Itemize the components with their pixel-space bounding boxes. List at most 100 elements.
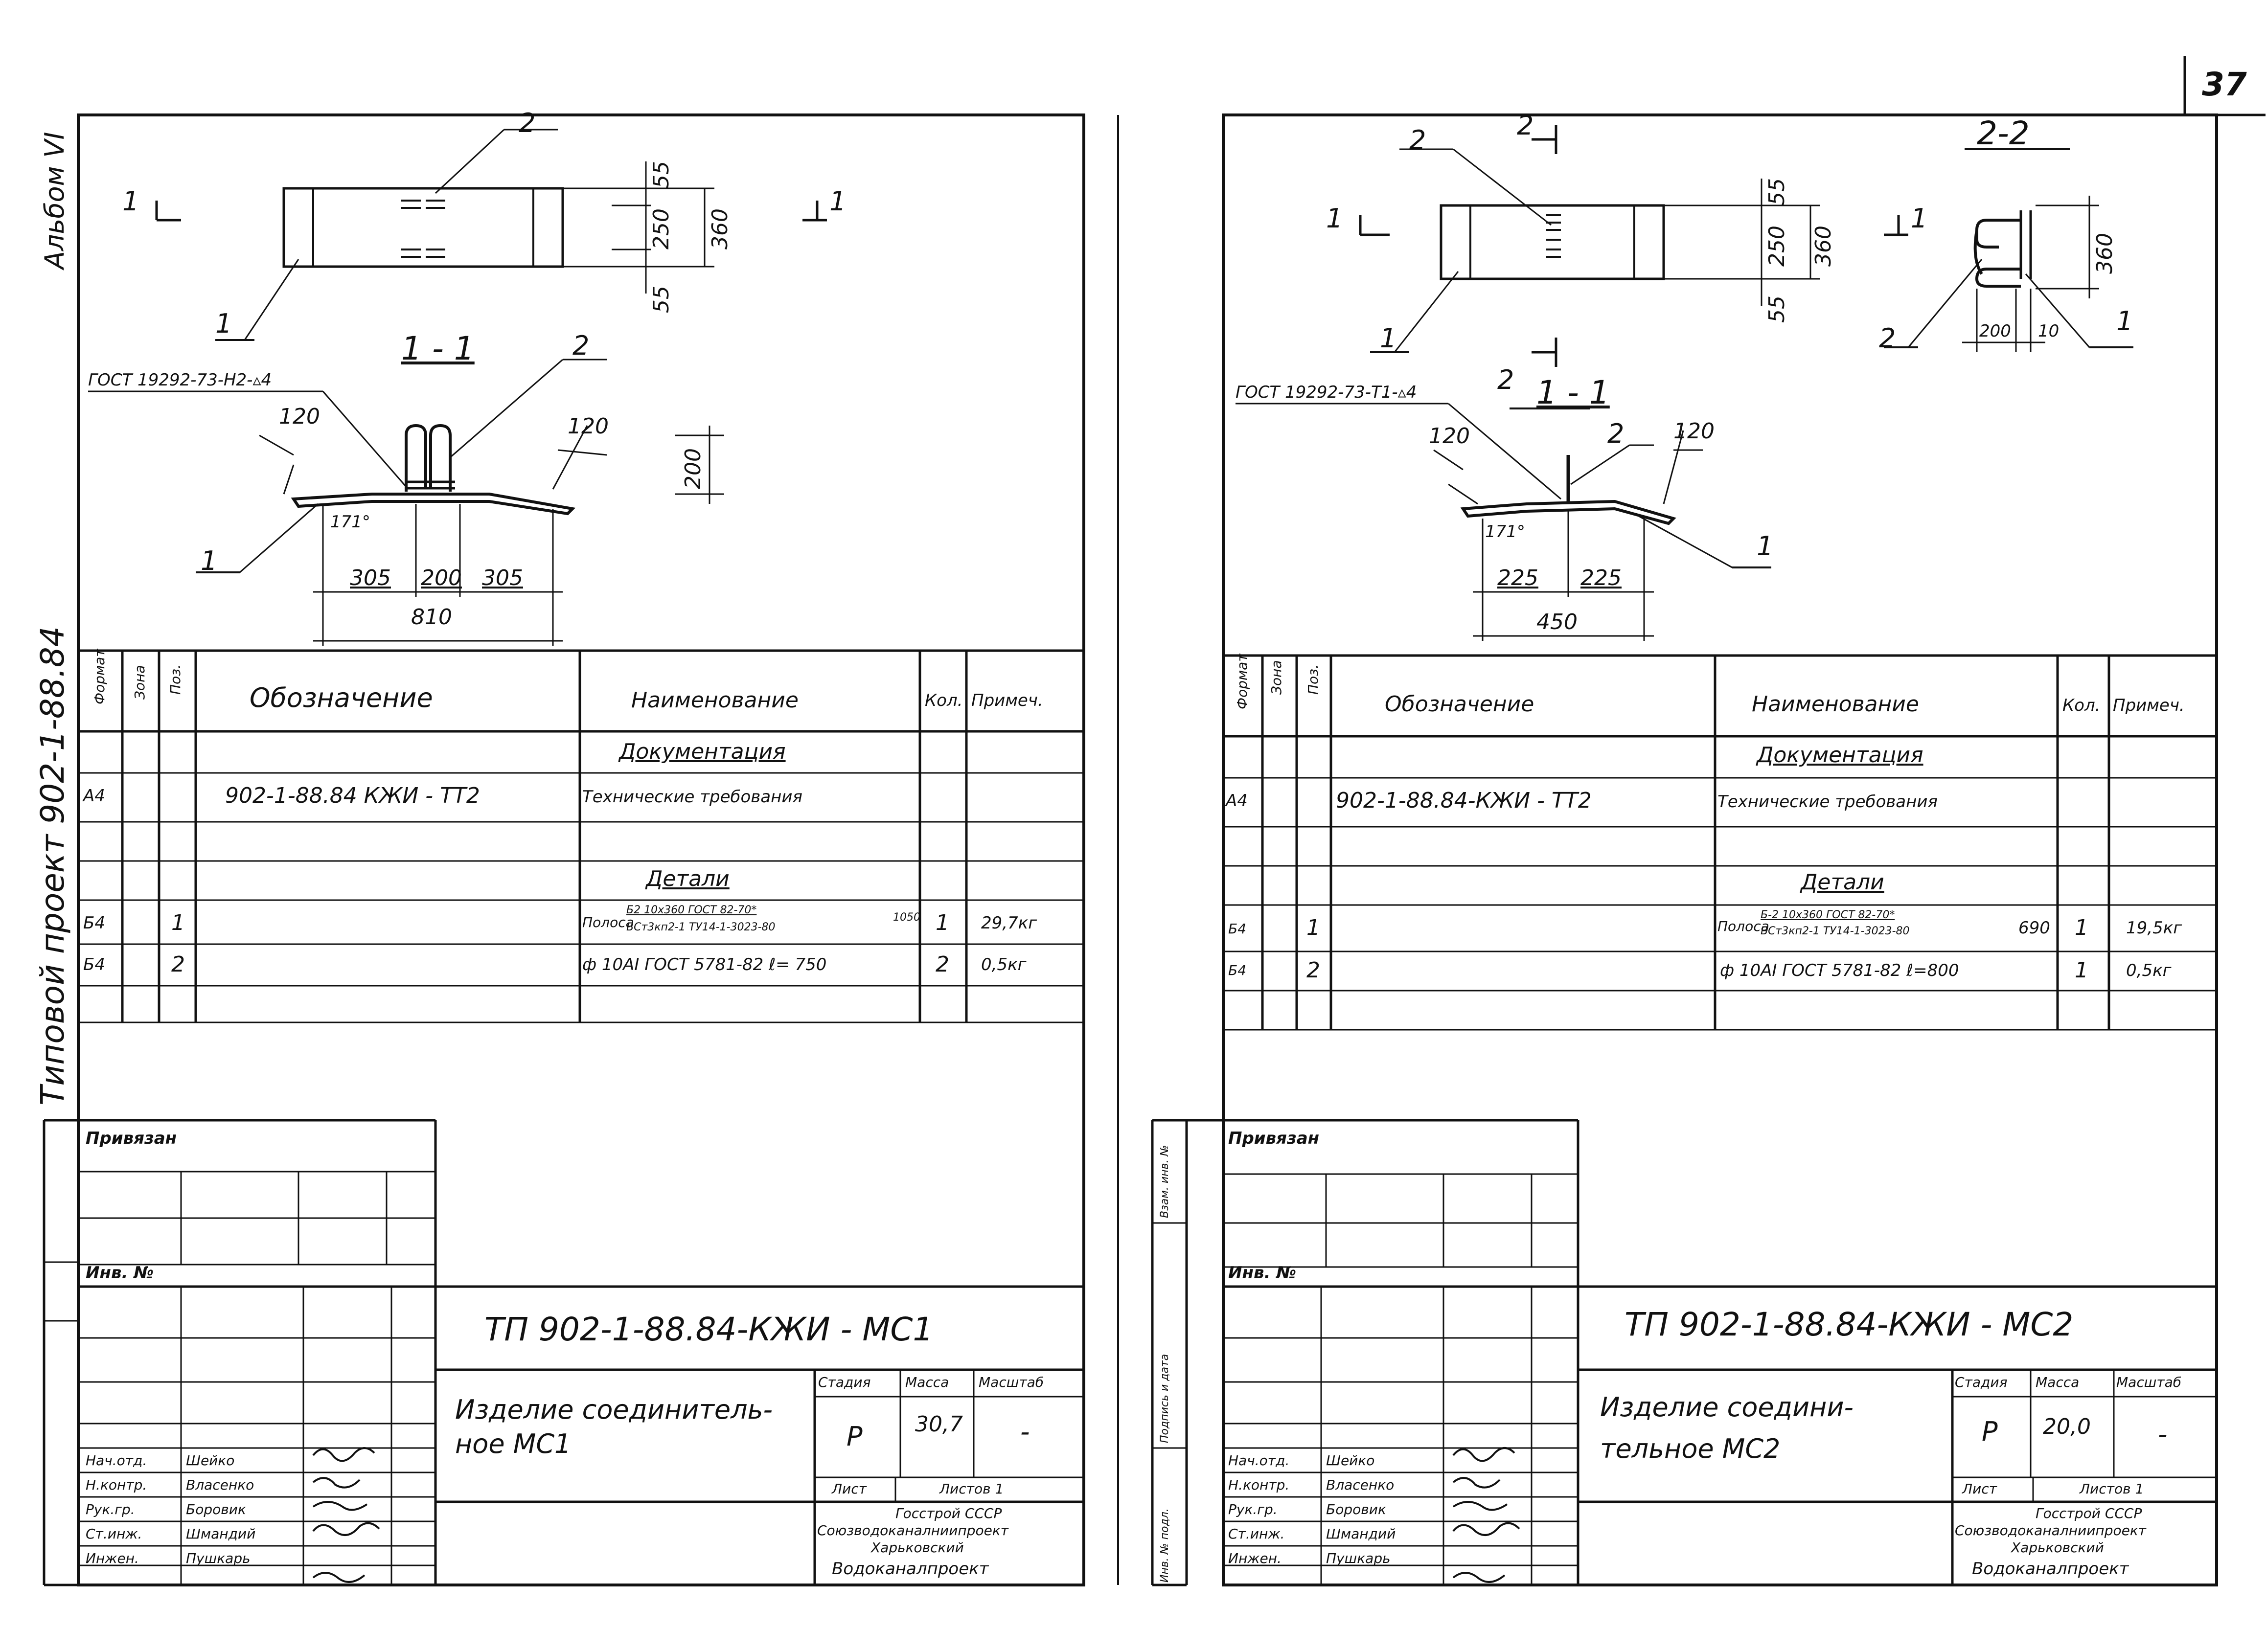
- stamp-name-1: Шейко: [186, 1452, 235, 1469]
- spec-header-zone: Зона: [1268, 660, 1284, 695]
- dim-55-bottom: 55: [1764, 295, 1789, 323]
- stamp-org-line2: Союзводоканалниипроект: [817, 1522, 1009, 1539]
- spec-row1-name-top: Б-2 10х360 ГОСТ 82-70*: [1761, 909, 1895, 921]
- dim-250: 250: [1764, 226, 1789, 267]
- stamp-side-label-1: Инв. № подл.: [1159, 1508, 1171, 1583]
- spec-section-docs: Документация: [619, 739, 786, 764]
- stamp-mass-header: Масса: [905, 1374, 949, 1390]
- spec-header-zone: Зона: [132, 665, 148, 700]
- spec-header-pos: Поз.: [167, 664, 183, 695]
- stamp-name-4: Шмандий: [1326, 1526, 1396, 1542]
- callout-1: 1: [215, 308, 232, 339]
- stamp-side-label-2: Подпись и дата: [1159, 1354, 1171, 1443]
- spec-doc-format: А4: [83, 786, 105, 806]
- dim-360: 360: [708, 208, 732, 249]
- sec22-dim-200: 200: [1979, 321, 2011, 341]
- spec-header-qty: Кол.: [2062, 696, 2101, 715]
- angle-120-left: 120: [1429, 424, 1470, 449]
- spec-row1-pos: 1: [1306, 915, 1320, 940]
- stamp-name-5: Пушкарь: [186, 1550, 251, 1566]
- stamp-privyazan: Привязан: [1228, 1129, 1320, 1148]
- stamp-privyazan: Привязан: [86, 1129, 177, 1148]
- spec-header-pos: Поз.: [1305, 664, 1321, 695]
- spec-header-name: Наименование: [631, 688, 799, 713]
- dim-305-a: 305: [350, 566, 391, 590]
- spec-row2-pos: 2: [171, 952, 185, 977]
- stamp-role-3: Рук.гр.: [1228, 1501, 1278, 1517]
- spec-section-docs: Документация: [1757, 743, 1923, 768]
- stamp-org-line1: Госстрой СССР: [2036, 1505, 2142, 1521]
- angle-120-right: 120: [1673, 419, 1715, 444]
- dim-55-top: 55: [1764, 178, 1789, 205]
- dim-305-b: 305: [482, 566, 523, 590]
- spec-header-format: Формат: [1234, 654, 1250, 709]
- stamp-name-4: Шмандий: [186, 1526, 256, 1542]
- dim-250: 250: [649, 208, 674, 249]
- stamp-scale-header: Масштаб: [2116, 1374, 2182, 1390]
- stamp-title-line2: тельное МС2: [1600, 1433, 1781, 1464]
- stamp-name-5: Пушкарь: [1326, 1550, 1391, 1566]
- spec-doc-format: А4: [1226, 791, 1248, 811]
- stamp-org-line1: Госстрой СССР: [895, 1505, 1002, 1521]
- spec-row2-name: ф 10AI ГОСТ 5781-82 ℓ=800: [1720, 961, 1959, 980]
- stamp-role-2: Н.контр.: [86, 1477, 147, 1493]
- stamp-code: ТП 902-1-88.84-КЖИ - МС1: [484, 1311, 934, 1348]
- stamp-title-line1: Изделие соединитель-: [455, 1394, 773, 1425]
- callout-2: 2: [1409, 125, 1426, 156]
- spec-row2-note: 0,5кг: [981, 955, 1027, 974]
- section-mark-1-left: 1: [1326, 203, 1343, 234]
- spec-row1-pos: 1: [171, 910, 185, 935]
- spec-row1-name-bottom: ВСт3кп2-1 ТУ14-1-3023-80: [626, 921, 776, 933]
- dim-200: 200: [421, 566, 462, 590]
- stamp-title-line2: ное МС1: [455, 1428, 572, 1459]
- section-title-2-2: 2-2: [1977, 114, 2030, 152]
- album-label: Альбом VI: [39, 132, 70, 269]
- spec-doc-name: Технические требования: [1717, 792, 1938, 812]
- dim-55-bottom: 55: [649, 286, 674, 313]
- spec-doc-designation: 902-1-88.84-КЖИ - ТТ2: [1336, 788, 1592, 813]
- stamp-scale-header: Масштаб: [979, 1374, 1044, 1390]
- dim-200-vertical: 200: [681, 448, 706, 489]
- dim-810: 810: [411, 605, 452, 630]
- section-mark-1-left: 1: [122, 186, 139, 217]
- stamp-inv-no: Инв. №: [1228, 1263, 1297, 1283]
- spec-header-format: Формат: [92, 649, 108, 704]
- angle-171: 171°: [330, 512, 370, 532]
- stamp-org-line3: Харьковский: [2011, 1539, 2104, 1556]
- stamp-stage-header: Стадия: [818, 1374, 871, 1390]
- right-sheet-frame: [1222, 113, 2218, 1586]
- spec-row1-qty: 1: [2075, 915, 2088, 940]
- stamp-role-1: Нач.отд.: [86, 1452, 147, 1469]
- sec22-dim-10: 10: [2038, 321, 2060, 341]
- spec-row1-name-bottom: ВСт3кп2-1 ТУ14-1-3023-80: [1761, 925, 1910, 937]
- stamp-stage: Р: [1982, 1416, 1998, 1447]
- stamp-org-line3: Харьковский: [871, 1539, 964, 1556]
- dim-360: 360: [1811, 226, 1836, 267]
- spec-row1-name-main: Полоса: [582, 914, 634, 930]
- stamp-name-3: Боровик: [1326, 1501, 1386, 1517]
- spec-row2-name: ф 10AI ГОСТ 5781-82 ℓ= 750: [582, 955, 827, 974]
- stamp-name-1: Шейко: [1326, 1452, 1375, 1469]
- spec-row2-qty: 2: [936, 952, 949, 977]
- sec22-callout-2: 2: [1879, 323, 1896, 354]
- stamp-role-4: Ст.инж.: [86, 1526, 142, 1542]
- spec-header-qty: Кол.: [925, 691, 963, 710]
- stamp-org-line4: Водоканалпроект: [1972, 1559, 2129, 1579]
- spec-header-name: Наименование: [1752, 692, 1919, 717]
- spec-row2-format: Б4: [1228, 962, 1247, 978]
- stamp-name-2: Власенко: [186, 1477, 254, 1493]
- spec-row1-format: Б4: [83, 913, 105, 933]
- sec22-callout-1: 1: [2116, 306, 2133, 337]
- spec-row2-format: Б4: [83, 955, 105, 974]
- signature-scribbles: [312, 1447, 1520, 1583]
- stamp-role-2: Н.контр.: [1228, 1477, 1290, 1493]
- stamp-side-label-3: Взам. инв. №: [1159, 1145, 1171, 1218]
- stamp-scale: -: [1020, 1416, 1030, 1447]
- stamp-code: ТП 902-1-88.84-КЖИ - МС2: [1625, 1306, 2074, 1343]
- stamp-role-5: Инжен.: [1228, 1550, 1282, 1566]
- section-callout-1: 1: [201, 545, 218, 576]
- stamp-scale: -: [2158, 1419, 2168, 1449]
- stamp-stage: Р: [847, 1421, 863, 1452]
- stamp-name-2: Власенко: [1326, 1477, 1395, 1493]
